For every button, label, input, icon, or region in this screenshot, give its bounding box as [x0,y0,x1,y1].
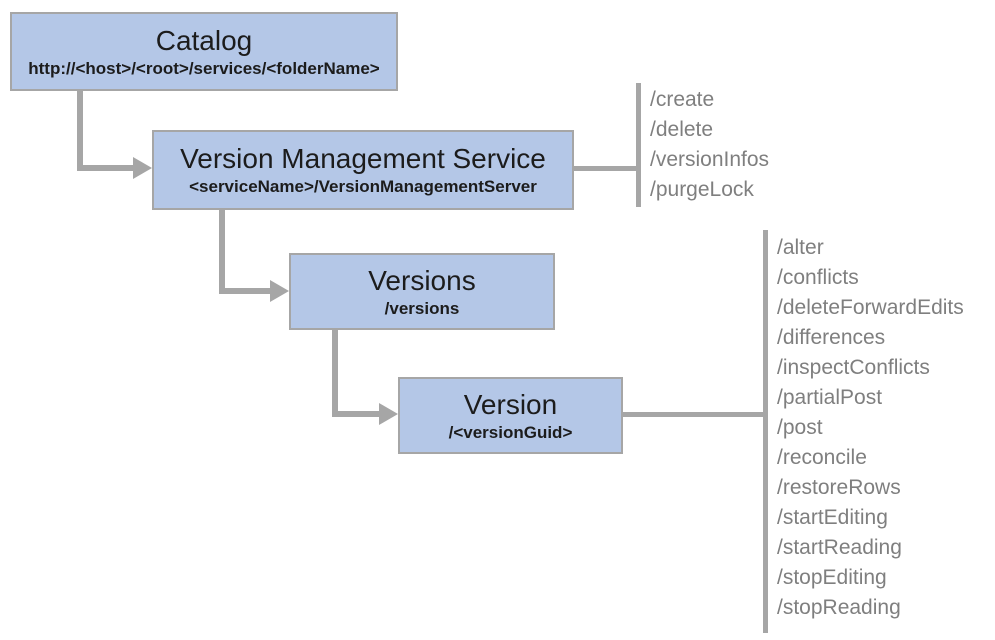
node-versions: Versions /versions [289,253,555,330]
connector-vms-to-operations [574,166,638,171]
connector-catalog-to-vms-horizontal [77,165,134,171]
node-version-management-service: Version Management Service <serviceName>… [152,130,574,210]
operation-label: /inspectConflicts [777,356,930,379]
operation-label: /partialPost [777,386,883,409]
operation-label: /create [650,88,715,111]
operation-label: /versionInfos [650,148,770,171]
node-vms-url: <serviceName>/VersionManagementServer [189,177,537,196]
operation-label: /differences [777,326,886,349]
connector-versions-to-version-vertical [332,330,338,417]
operation-label: /delete [650,118,714,141]
operation-label: /reconcile [777,446,867,469]
connector-vms-to-versions-vertical [219,210,225,294]
node-catalog-title: Catalog [155,24,253,56]
operation-label: /alter [777,236,824,259]
node-catalog: Catalog http://<host>/<root>/services/<f… [10,12,398,91]
node-versions-url: /versions [384,298,460,318]
operation-label: /stopReading [777,596,901,619]
vms-operations-bracket [636,83,641,207]
vms-operations-list: /create /delete /versionInfos /purgeLock [650,85,769,205]
node-versions-title: Versions [368,264,476,296]
node-version: Version /<versionGuid> [398,377,623,454]
arrowhead-right-icon [133,157,152,179]
arrowhead-right-icon [379,403,398,425]
operation-label: /startEditing [777,506,888,529]
operation-label: /stopEditing [777,566,887,589]
version-operations-bracket [763,230,768,633]
node-version-url: /<versionGuid> [448,422,573,442]
node-catalog-url: http://<host>/<root>/services/<folderNam… [28,58,380,78]
operation-label: /purgeLock [650,178,754,201]
operation-label: /restoreRows [777,476,901,499]
arrowhead-right-icon [270,280,289,302]
version-operations-list: /alter /conflicts /deleteForwardEdits /d… [777,233,964,623]
node-vms-title: Version Management Service [180,143,546,174]
connector-version-to-operations [623,412,765,417]
connector-vms-to-versions-horizontal [219,288,271,294]
operation-label: /deleteForwardEdits [777,296,964,319]
operation-label: /post [777,416,823,439]
operation-label: /startReading [777,536,902,559]
operation-label: /conflicts [777,266,859,289]
connector-catalog-to-vms-vertical [77,91,83,171]
connector-versions-to-version-horizontal [332,411,380,417]
node-version-title: Version [463,388,558,420]
